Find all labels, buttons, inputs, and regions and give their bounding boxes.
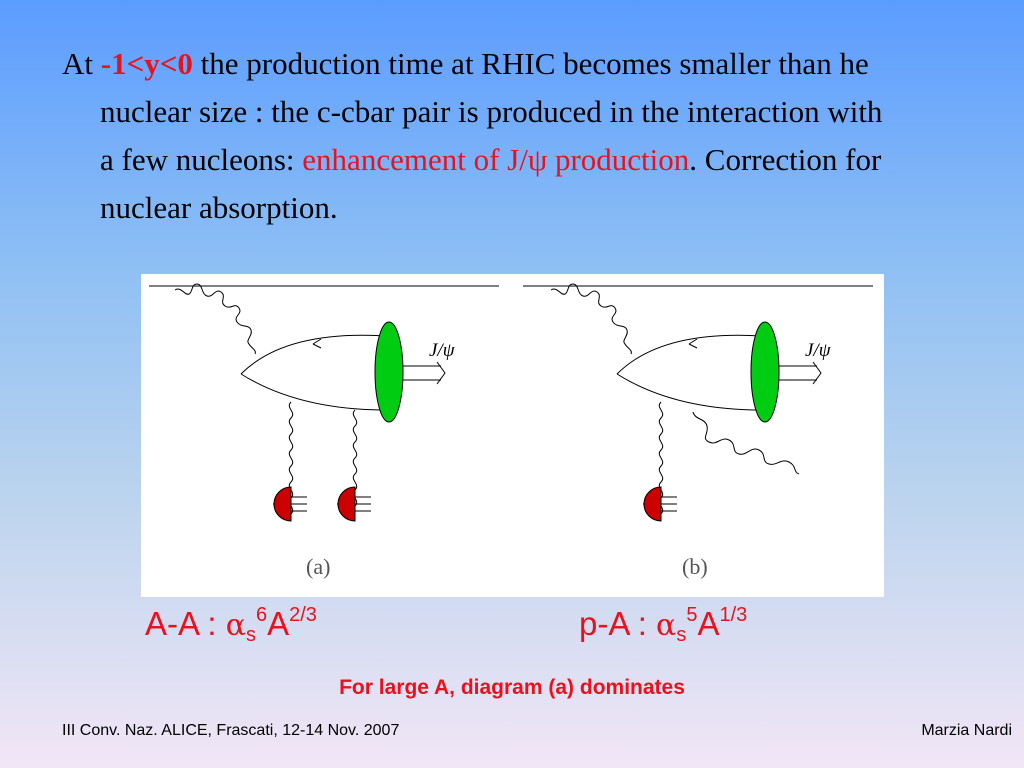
alpha-power: 5 bbox=[686, 604, 698, 626]
formula-aa: A-A : αs6A2/3 bbox=[145, 604, 317, 647]
text-production-time: the production time at RHIC becomes smal… bbox=[100, 46, 883, 177]
text-at: At bbox=[62, 46, 101, 81]
bullet-paragraph: At -1<y<0 the production time at RHIC be… bbox=[62, 40, 892, 232]
green-blob-b bbox=[750, 321, 780, 423]
formula-pa-prefix: p-A : bbox=[579, 605, 657, 642]
caption-a: (a) bbox=[306, 554, 330, 579]
green-blob-a bbox=[374, 321, 404, 423]
alpha-symbol: α bbox=[225, 608, 246, 643]
formula-aa-prefix: A-A : bbox=[145, 605, 226, 642]
formula-aa-exponent: 2/3 bbox=[289, 604, 317, 626]
feynman-diagrams-figure: J/ψ (a) J/ψ (b) bbox=[141, 274, 884, 597]
nucleon-a1 bbox=[273, 486, 292, 522]
conclusion-text: For large A, diagram (a) dominates bbox=[339, 676, 685, 699]
alpha-symbol: α bbox=[656, 608, 677, 643]
body-text: At -1<y<0 the production time at RHIC be… bbox=[62, 40, 892, 232]
diagram-b bbox=[523, 283, 873, 515]
caption-b: (b) bbox=[682, 554, 708, 579]
text-enhancement: enhancement of J/ψ production bbox=[302, 142, 690, 177]
footer-author: Marzia Nardi bbox=[921, 722, 1012, 739]
formula-pa-exponent: 1/3 bbox=[719, 604, 748, 626]
jpsi-label-a: J/ψ bbox=[429, 340, 456, 361]
nucleon-a2 bbox=[337, 486, 356, 522]
formula-pa: p-A : αs5A1/3 bbox=[579, 604, 747, 647]
diagram-a bbox=[149, 283, 499, 515]
alpha-subscript: s bbox=[245, 624, 256, 646]
rapidity-range: -1<y<0 bbox=[100, 46, 193, 81]
formula-pa-base: A bbox=[697, 605, 720, 642]
alpha-subscript: s bbox=[676, 624, 687, 646]
formula-aa-base: A bbox=[267, 605, 290, 642]
footer-conference: III Conv. Naz. ALICE, Frascati, 12-14 No… bbox=[62, 722, 400, 739]
jpsi-label-b: J/ψ bbox=[805, 340, 832, 361]
nucleon-b1 bbox=[643, 486, 662, 522]
alpha-power: 6 bbox=[255, 604, 268, 626]
text-correction: . Correction for nuclear absorption. bbox=[100, 142, 882, 225]
